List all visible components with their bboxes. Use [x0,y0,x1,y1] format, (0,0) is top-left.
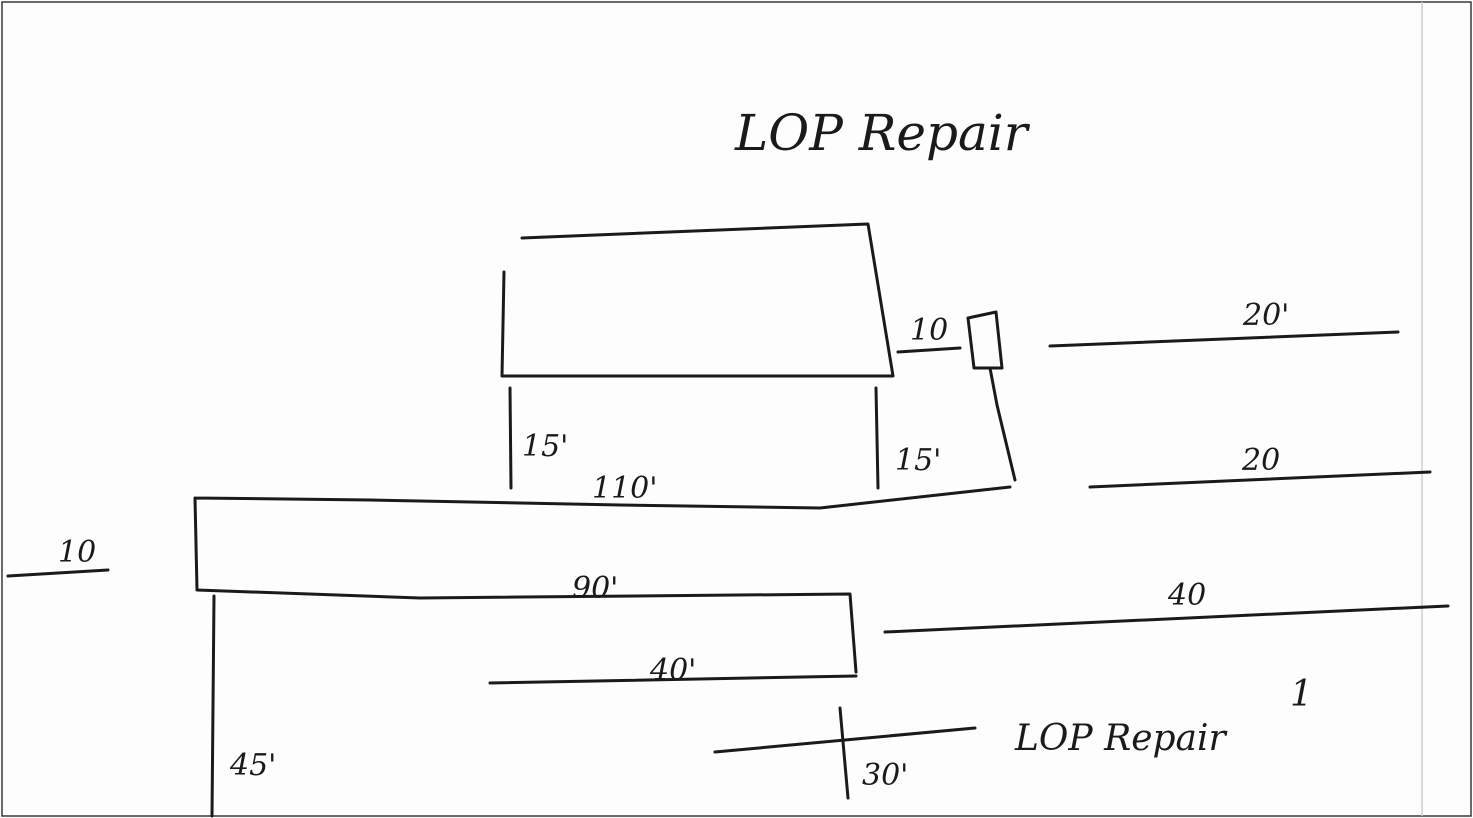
footer-mark: 1 [1290,674,1313,715]
top-box-gap-label: 10 [910,313,948,348]
upper-right-line [1048,330,1400,348]
bottom-tick-label: 30' [862,758,908,793]
diagram-title: LOP Repair [734,104,1031,162]
lower-right-line [883,604,1450,634]
middle-right-line [1088,470,1432,489]
left-stub-label: 10 [58,535,96,570]
middle-right-line-label: 20 [1241,443,1280,478]
left-drop-label: 45' [229,748,276,783]
bottom-bar-label: 40' [649,653,696,688]
bottom-tick-mark [838,706,850,800]
left-post [508,386,513,490]
mid-bar-label: 90' [572,571,618,606]
small-box-post [988,366,1017,482]
small-box [966,310,1004,370]
footer-label: LOP Repair [1014,718,1228,759]
top-building-outline [500,222,895,378]
left-drop-line [210,594,216,818]
top-box-gap-line [896,346,962,354]
left-stub-line [6,568,110,578]
long-run-label: 110' [592,471,658,506]
bottom-bar-line [488,674,858,685]
left-post-label: 15' [522,429,568,464]
right-post [874,386,880,490]
bottom-arrow-line [713,726,977,754]
upper-right-line-label: 20' [1242,298,1289,333]
lower-right-line-label: 40 [1167,578,1206,613]
right-post-label: 15' [895,443,941,478]
main-bar-outline [193,485,1012,674]
